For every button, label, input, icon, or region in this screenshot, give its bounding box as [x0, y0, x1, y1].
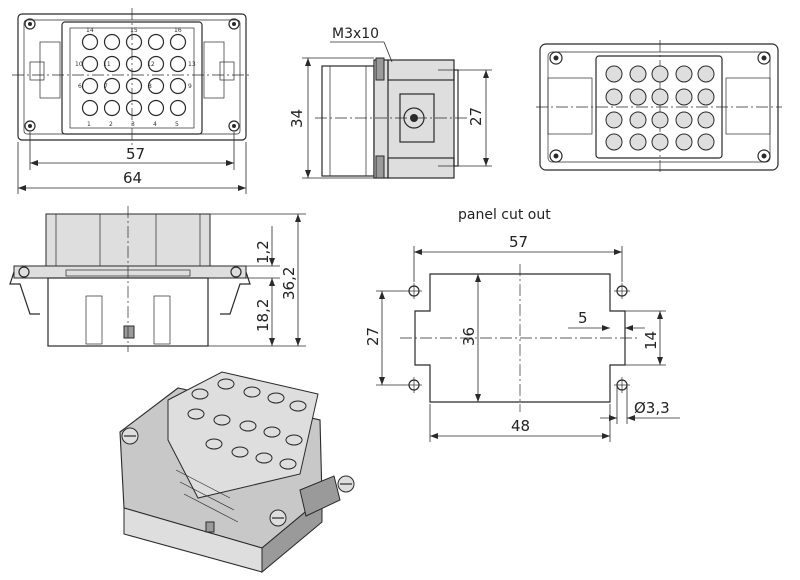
- cutout-left-dimension: 27: [364, 327, 382, 346]
- screw-label: M3x10: [332, 26, 379, 42]
- elevation-bottom-dimension: 18,2: [254, 299, 272, 332]
- front-view: 14 15 16 10 11 12 13 6 7 8 9 1 2 3 4 5 5…: [12, 8, 252, 194]
- pin-label: 8: [148, 83, 152, 90]
- cutout-hole-dimension: Ø3,3: [634, 399, 670, 417]
- cutout-bottom-dimension: 48: [511, 417, 530, 435]
- pin-label: 9: [188, 83, 192, 90]
- isometric-view: [119, 371, 355, 574]
- side-inner-dimension: 27: [467, 107, 485, 126]
- screw-icon: [121, 427, 355, 527]
- front-width-dimension: 57: [126, 145, 145, 163]
- pin-label: 6: [78, 83, 82, 90]
- screw-icon: [549, 51, 771, 163]
- pin-label: 5: [175, 121, 179, 128]
- panel-cutout: panel cut out 57 48 27: [364, 207, 680, 442]
- cutout-top-dimension: 57: [509, 233, 528, 251]
- pin-label: 13: [188, 61, 196, 68]
- pin-label: 12: [147, 61, 155, 68]
- screw-icon: [230, 266, 242, 278]
- pin-label: 14: [86, 27, 94, 34]
- elevation-view: 1,2 36,2 18,2: [9, 206, 306, 352]
- pin-number-labels: 14 15 16 10 11 12 13 6 7 8 9 1 2 3 4 5: [75, 27, 196, 128]
- contact-pins: [81, 33, 187, 117]
- pin-label: 16: [174, 27, 182, 34]
- pin-label: 7: [104, 83, 108, 90]
- side-view: M3x10 34 27: [288, 26, 492, 179]
- rear-view: [536, 40, 782, 174]
- screw-icon: [410, 114, 418, 122]
- elevation-total-dimension: 36,2: [280, 267, 298, 300]
- pin-label: 4: [153, 121, 157, 128]
- cutout-center-dimension: 36: [460, 327, 478, 346]
- front-overall-dimension: 64: [123, 169, 142, 187]
- elevation-top-dimension: 1,2: [254, 240, 272, 264]
- panel-cutout-title: panel cut out: [458, 207, 551, 223]
- cutout-notch-width-dimension: 14: [642, 331, 660, 350]
- contact-pins: [605, 65, 715, 151]
- pin-label: 3: [131, 121, 135, 128]
- pin-label: 10: [75, 61, 83, 68]
- cutout-notch-depth-dimension: 5: [578, 309, 588, 327]
- screw-icon: [24, 18, 240, 132]
- pin-label: 11: [103, 61, 111, 68]
- side-height-dimension: 34: [288, 109, 306, 128]
- pin-label: 2: [109, 121, 113, 128]
- screw-icon: [18, 266, 30, 278]
- pin-label: 1: [87, 121, 91, 128]
- contact-pins: [187, 378, 307, 470]
- pin-label: 15: [130, 27, 138, 34]
